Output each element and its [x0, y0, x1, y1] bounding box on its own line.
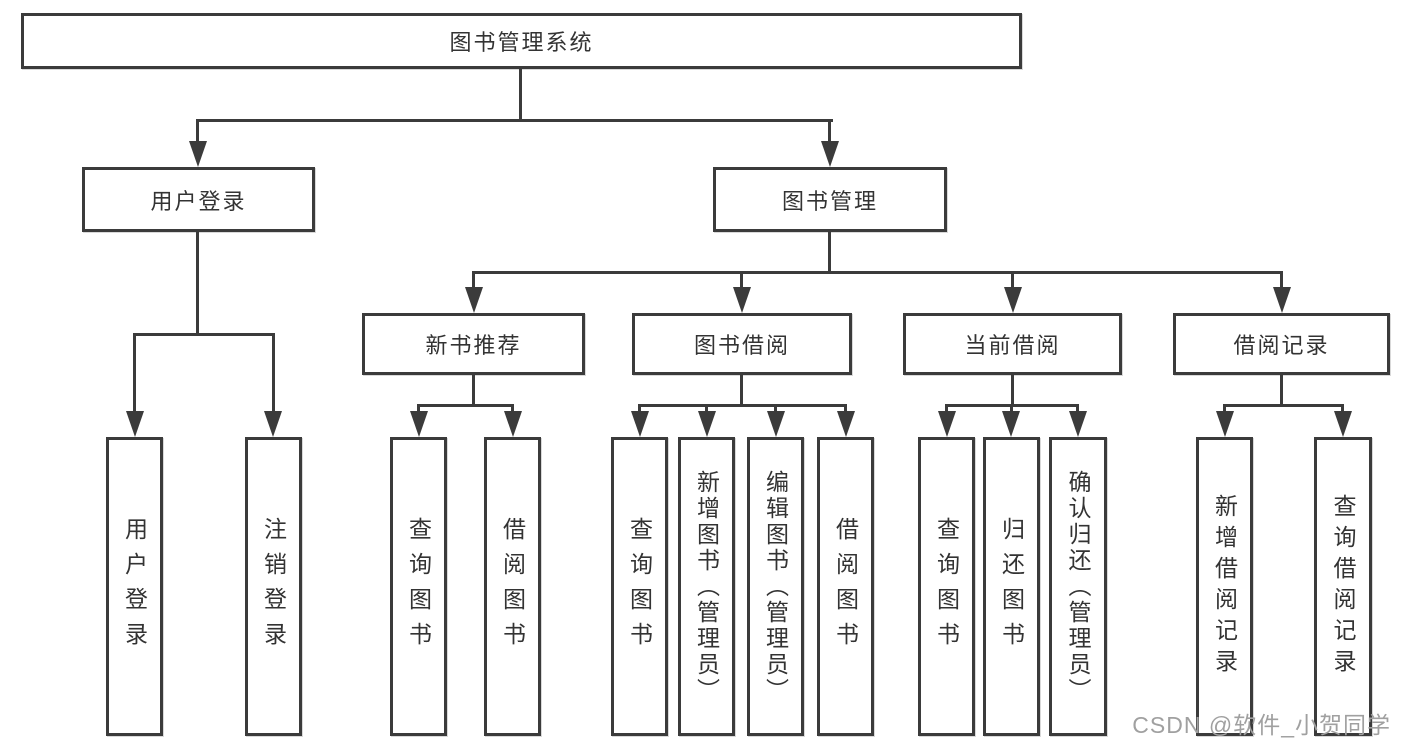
arrowhead-down-icon: [821, 141, 839, 167]
leaf-borrow-borrow-label: 借阅图书: [832, 516, 859, 657]
leaf-records-query: 查询借阅记录: [1314, 437, 1372, 736]
leaf-newbooks-query-label: 查询图书: [405, 516, 432, 657]
leaf-current-query-label: 查询图书: [933, 516, 960, 657]
node-book-management: 图书管理: [713, 167, 947, 232]
arrowhead-down-icon: [1002, 411, 1020, 437]
node-user-login-label: 用户登录: [150, 188, 247, 214]
node-current-borrow: 当前借阅: [903, 313, 1122, 375]
node-user-login: 用户登录: [82, 167, 315, 232]
connector-line: [472, 375, 475, 406]
connector-line: [133, 333, 136, 413]
connector-line: [519, 68, 522, 121]
arrowhead-down-icon: [189, 141, 207, 167]
connector-line: [197, 119, 833, 122]
arrowhead-down-icon: [1273, 287, 1291, 313]
node-new-book-recommend: 新书推荐: [362, 313, 585, 375]
connector-line: [272, 333, 275, 413]
leaf-borrow-borrow: 借阅图书: [817, 437, 874, 736]
arrowhead-down-icon: [264, 411, 282, 437]
leaf-current-confirm-admin-label: 确认归还（管理员）: [1065, 469, 1091, 704]
leaf-borrow-add-admin: 新增图书（管理员）: [678, 437, 735, 736]
arrowhead-down-icon: [1004, 287, 1022, 313]
connector-line: [472, 271, 475, 289]
connector-line: [638, 404, 641, 412]
connector-line: [1011, 375, 1014, 406]
connector-line: [740, 375, 743, 406]
arrowhead-down-icon: [698, 411, 716, 437]
leaf-current-query: 查询图书: [918, 437, 975, 736]
connector-line: [1223, 404, 1226, 412]
node-root-label: 图书管理系统: [449, 30, 594, 55]
connector-line: [1280, 375, 1283, 406]
node-book-borrow-label: 图书借阅: [693, 333, 790, 358]
node-current-borrow-label: 当前借阅: [964, 333, 1061, 358]
arrowhead-down-icon: [631, 411, 649, 437]
connector-line: [1010, 404, 1013, 412]
arrowhead-down-icon: [1334, 411, 1352, 437]
connector-line: [472, 271, 1282, 274]
leaf-logout: 注销登录: [245, 437, 302, 736]
connector-line: [417, 404, 514, 407]
arrowhead-down-icon: [1069, 411, 1087, 437]
arrowhead-down-icon: [1216, 411, 1234, 437]
node-book-management-label: 图书管理: [781, 188, 878, 214]
arrowhead-down-icon: [465, 287, 483, 313]
leaf-logout-label: 注销登录: [260, 516, 287, 657]
leaf-borrow-query: 查询图书: [611, 437, 668, 736]
connector-line: [511, 404, 514, 412]
connector-line: [133, 333, 275, 336]
connector-line: [828, 232, 831, 273]
leaf-borrow-edit-admin-label: 编辑图书（管理员）: [762, 469, 789, 704]
leaf-current-return: 归还图书: [983, 437, 1040, 736]
connector-line: [945, 404, 948, 412]
arrowhead-down-icon: [126, 411, 144, 437]
arrowhead-down-icon: [733, 287, 751, 313]
connector-line: [1341, 404, 1344, 412]
connector-line: [705, 404, 708, 412]
connector-line: [196, 232, 199, 335]
leaf-newbooks-borrow: 借阅图书: [484, 437, 541, 736]
leaf-current-confirm-admin: 确认归还（管理员）: [1049, 437, 1107, 736]
connector-line: [828, 119, 831, 143]
connector-line: [844, 404, 847, 412]
leaf-records-add: 新增借阅记录: [1196, 437, 1253, 736]
leaf-current-return-label: 归还图书: [998, 516, 1025, 657]
connector-line: [1011, 271, 1014, 289]
connector-line: [638, 404, 847, 407]
leaf-newbooks-borrow-label: 借阅图书: [499, 516, 526, 657]
leaf-records-add-label: 新增借阅记录: [1211, 493, 1238, 680]
node-new-book-recommend-label: 新书推荐: [425, 333, 522, 358]
leaf-borrow-add-admin-label: 新增图书（管理员）: [693, 469, 720, 704]
connector-line: [774, 404, 777, 412]
connector-line: [1223, 404, 1344, 407]
leaf-borrow-query-label: 查询图书: [626, 516, 653, 657]
leaf-borrow-edit-admin: 编辑图书（管理员）: [747, 437, 804, 736]
leaf-user-login: 用户登录: [106, 437, 163, 736]
leaf-user-login-label: 用户登录: [121, 516, 148, 657]
arrowhead-down-icon: [410, 411, 428, 437]
arrowhead-down-icon: [504, 411, 522, 437]
node-book-borrow: 图书借阅: [632, 313, 852, 375]
arrowhead-down-icon: [938, 411, 956, 437]
node-borrow-records-label: 借阅记录: [1233, 333, 1330, 358]
connector-line: [196, 119, 199, 143]
connector-line: [417, 404, 420, 412]
connector-line: [740, 271, 743, 289]
csdn-watermark: CSDN @软件_小贺同学: [1132, 712, 1391, 738]
arrowhead-down-icon: [837, 411, 855, 437]
arrowhead-down-icon: [767, 411, 785, 437]
leaf-records-query-label: 查询借阅记录: [1330, 493, 1356, 680]
node-borrow-records: 借阅记录: [1173, 313, 1390, 375]
connector-line: [1076, 404, 1079, 412]
node-root: 图书管理系统: [21, 13, 1022, 69]
leaf-newbooks-query: 查询图书: [390, 437, 447, 736]
connector-line: [1280, 271, 1283, 289]
